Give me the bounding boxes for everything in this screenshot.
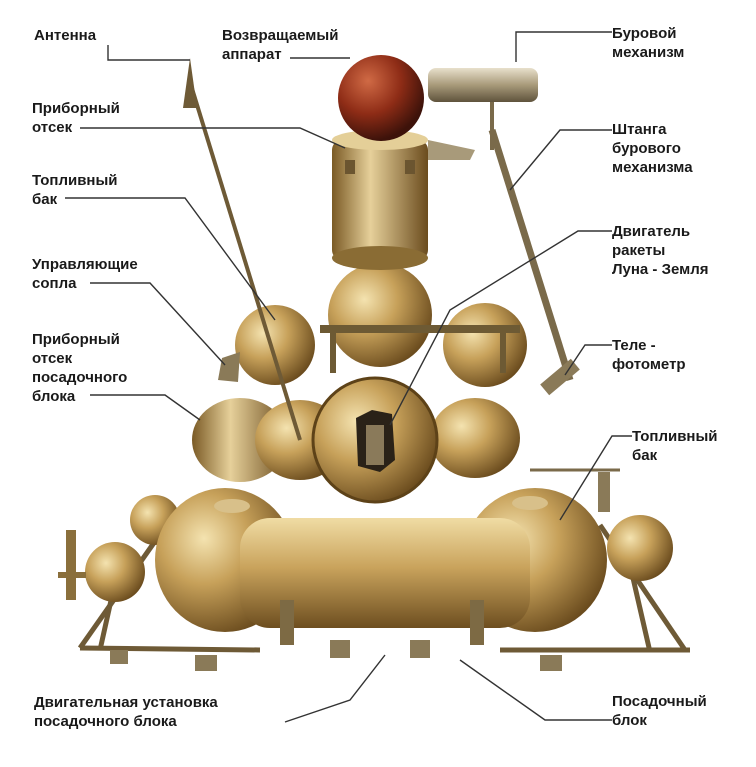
tank-cap-right [512,496,548,510]
upper-platform-leg-a [330,333,336,373]
leader-drill [515,31,612,62]
sphere-tank-right [607,515,673,581]
label-fuel-tank-right: Топливный бак [632,428,718,464]
label-instrument-compartment: Приборный отсек [32,100,120,136]
left-strut-bar [58,572,86,578]
antenna-tip [183,58,197,108]
label-drill: Буровой механизм [612,25,685,61]
telephotometer-body [540,358,580,396]
leader-engine-moon-earth [389,230,612,426]
engine-nozzle-inner [366,425,384,465]
leader-antenna [107,45,190,61]
label-telephotometer: Теле - фотометр [612,337,686,373]
instrument-box-b [405,160,415,174]
instrument-cylinder-bottom [332,246,428,270]
leader-landing-instrument [90,394,201,421]
upper-platform-leg-b [500,333,506,373]
label-drill-boom: Штанга бурового механизма [612,121,693,176]
label-return-vehicle: Возвращаемый аппарат [222,27,339,63]
tank-cap-left [214,499,250,513]
upper-sphere-center [328,263,432,367]
upper-platform [320,325,520,333]
leader-telephotometer [564,344,612,376]
bottom-nozzles [110,640,562,671]
mid-sphere-right [430,398,520,478]
instrument-cylinder [332,140,428,260]
control-nozzle [218,352,240,382]
spacecraft-illustration [58,55,690,671]
leader-landing-engine [284,654,386,723]
label-engine-moon-earth: Двигатель ракеты Луна - Земля [612,223,709,278]
pillar-b [470,600,484,645]
leader-drill-boom [509,129,612,191]
pillar-a [280,600,294,645]
leader-fuel-tank-left [65,197,276,321]
drill-cylinder [428,68,538,102]
label-antenna: Антенна [34,27,97,44]
leader-fuel-tank-right [559,435,632,521]
label-landing-block: Посадочный блок [612,693,707,729]
label-landing-instrument-compartment: Приборный отсек посадочного блока [32,331,128,405]
label-control-nozzles: Управляющие сопла [32,256,138,292]
upper-sphere-left [235,305,315,385]
left-strut [66,530,76,600]
side-fin [428,140,475,160]
telephotometer-post [598,472,610,512]
leader-lines [65,31,632,723]
label-landing-engine: Двигательная установка посадочного блока [34,694,218,730]
instrument-box-a [345,160,355,174]
drill-boom-line [488,128,574,382]
leader-instrument-compartment [80,127,346,149]
label-fuel-tank-left: Топливный бак [32,172,118,208]
leader-landing-block [459,659,612,721]
upper-sphere-right [443,303,527,387]
leader-control-nozzles [90,282,226,366]
return-capsule [338,55,424,141]
antenna-mast [188,81,302,441]
sphere-tank-left-low [85,542,145,602]
landing-central-cylinder [240,518,530,628]
